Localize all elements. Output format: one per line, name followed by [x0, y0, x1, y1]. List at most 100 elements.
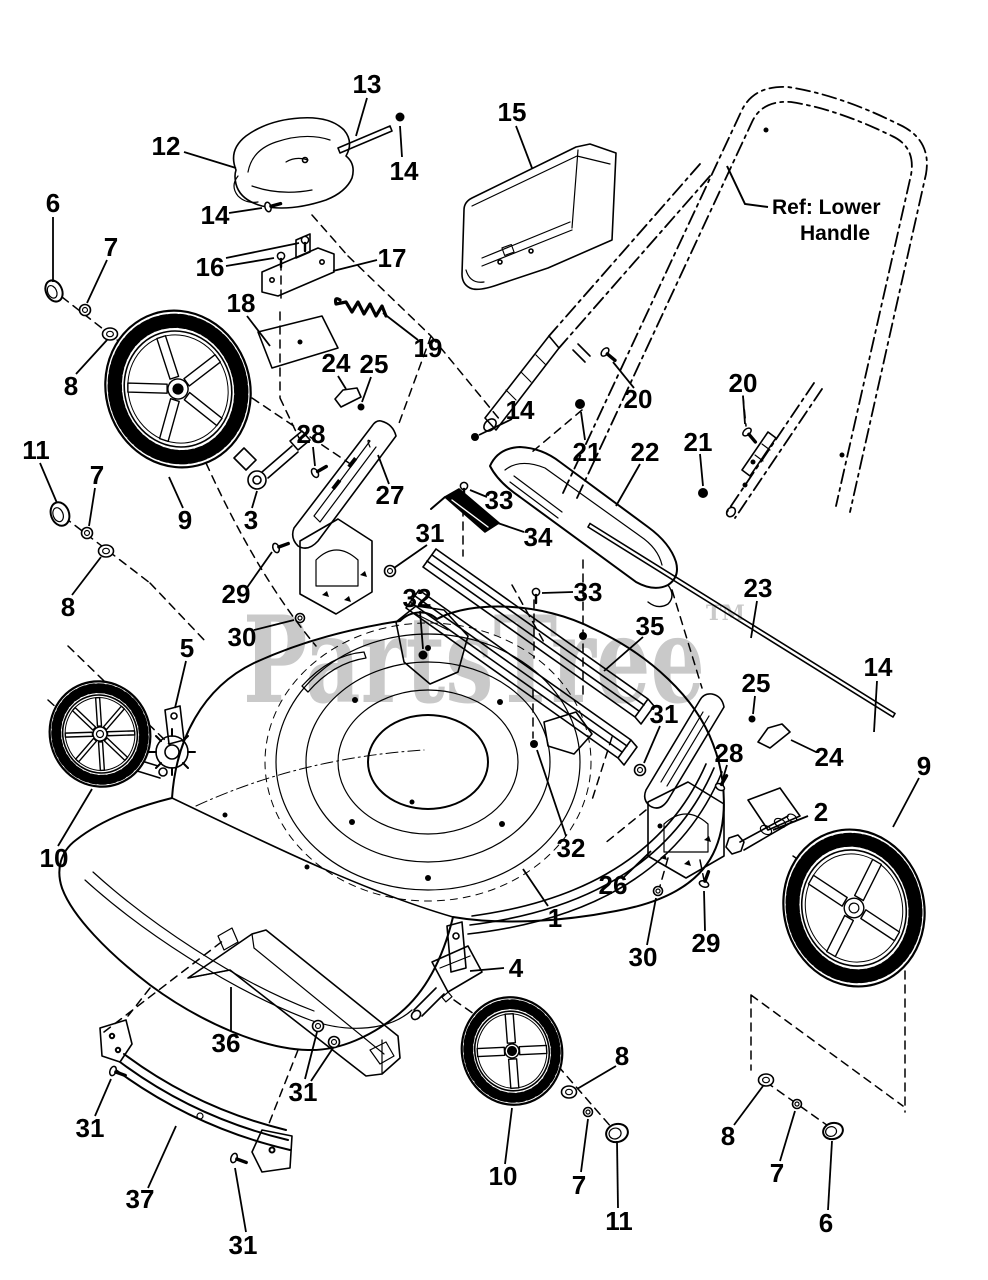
nut	[582, 1106, 594, 1118]
callout-21: 21	[684, 427, 713, 487]
callout-label: 15	[498, 97, 527, 127]
callout-label: 21	[573, 437, 602, 467]
callout-label: 10	[489, 1161, 518, 1191]
screw	[229, 1152, 248, 1165]
callout-24: 24	[790, 739, 844, 772]
callout-7: 7	[572, 1118, 589, 1200]
nut	[294, 612, 306, 624]
callout-label: 29	[692, 928, 721, 958]
callout-label: 23	[744, 573, 773, 603]
callout-label: 31	[416, 518, 445, 548]
rear-guard-panel	[187, 927, 401, 1077]
screw	[276, 251, 286, 269]
handle-tube-ends	[483, 335, 777, 518]
callout-label: 33	[485, 485, 514, 515]
washer	[97, 544, 115, 558]
callout-8: 8	[576, 1041, 629, 1090]
callout-6: 6	[819, 1140, 833, 1238]
callout-9: 9	[168, 476, 192, 535]
callout-7: 7	[770, 1110, 796, 1188]
callout-label: 9	[917, 751, 931, 781]
callout-label: 30	[629, 942, 658, 972]
callout-33: 33	[541, 577, 602, 607]
callout-22: 22	[615, 437, 660, 507]
callout-25: 25	[360, 349, 388, 403]
callout-label: 28	[715, 738, 744, 768]
screw	[271, 541, 290, 554]
callout-34: 34	[485, 518, 553, 552]
callout-label: 31	[229, 1230, 258, 1260]
screw	[459, 481, 469, 499]
screw	[531, 587, 541, 605]
handle-bracket-right	[643, 693, 725, 879]
callout-29: 29	[692, 890, 721, 958]
nut	[80, 526, 94, 540]
bolt-dot	[471, 433, 479, 441]
screw	[108, 1065, 127, 1078]
callout-label: 12	[152, 131, 181, 161]
callout-6: 6	[46, 188, 60, 282]
callout-1: 1	[522, 868, 562, 933]
callout-label: 18	[227, 288, 256, 318]
wheel	[460, 996, 564, 1106]
screw	[714, 774, 729, 792]
axle-assembly	[725, 787, 801, 855]
screw	[310, 464, 328, 479]
callout-label: 7	[770, 1158, 784, 1188]
callout-label: 9	[178, 505, 192, 535]
callout-label: 21	[684, 427, 713, 457]
hub-cap	[605, 1122, 629, 1144]
handle-bracket-upper	[261, 233, 335, 297]
nut	[383, 564, 397, 578]
callout-label: 20	[729, 368, 758, 398]
callout-label: 19	[414, 333, 443, 363]
bolt-dot	[575, 399, 585, 409]
callout-label: 8	[721, 1121, 735, 1151]
callout-label: 31	[76, 1113, 105, 1143]
bolt-dot	[395, 112, 405, 122]
callout-20: 20	[612, 361, 652, 414]
callout-label: 31	[289, 1077, 318, 1107]
callout-31: 31	[643, 699, 678, 764]
callout-11: 11	[22, 435, 58, 504]
callout-label: 36	[212, 1028, 241, 1058]
nut	[78, 303, 92, 317]
callout-31: 31	[76, 1078, 112, 1143]
screw	[742, 427, 758, 444]
nut	[791, 1098, 803, 1110]
callout-label: 24	[815, 742, 844, 772]
callout-label: 1	[548, 903, 562, 933]
screw	[300, 235, 310, 253]
callout-label: 7	[572, 1170, 586, 1200]
callout-20: 20	[729, 368, 758, 425]
watermark: PartsTree TM	[243, 590, 745, 731]
wheel	[782, 828, 926, 988]
curved-trim	[99, 1019, 293, 1173]
nut	[327, 1035, 341, 1049]
washer	[560, 1085, 578, 1099]
callout-7: 7	[86, 232, 118, 304]
callout-label: 7	[90, 460, 104, 490]
nut	[311, 1019, 325, 1033]
callout-18: 18	[227, 288, 271, 347]
callout-28: 28	[715, 738, 744, 783]
callout-33: 33	[469, 485, 514, 515]
callout-12: 12	[152, 131, 237, 169]
callout-26: 26	[599, 850, 652, 900]
callout-label: 7	[104, 232, 118, 262]
bolt-dot	[748, 715, 756, 723]
callout-label: 2	[814, 797, 828, 827]
callout-14: 14	[478, 395, 535, 436]
callout-30: 30	[228, 619, 295, 652]
callout-14: 14	[390, 125, 419, 186]
washer	[101, 327, 119, 341]
callout-label: 22	[631, 437, 660, 467]
callout-label: 11	[22, 435, 50, 465]
hub-cap	[822, 1121, 844, 1141]
brake-lever	[233, 430, 311, 490]
nut	[652, 885, 664, 897]
callout-label: 14	[506, 395, 535, 425]
